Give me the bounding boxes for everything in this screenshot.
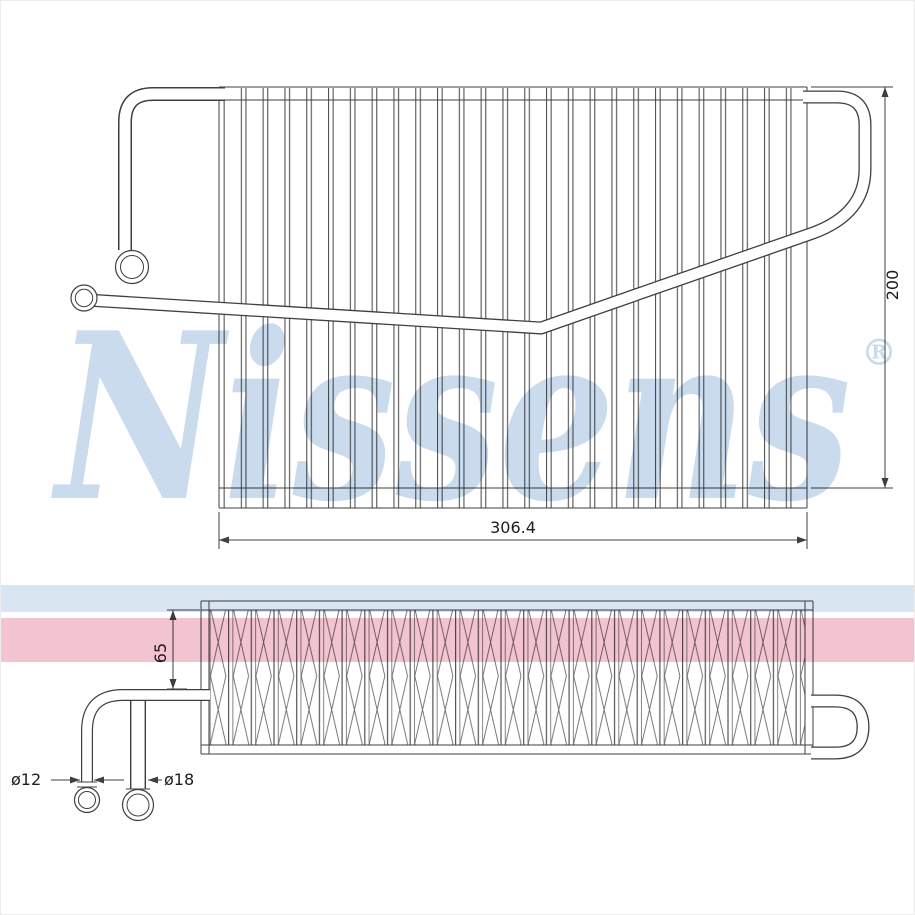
- height-dimension-label: 200: [883, 270, 902, 301]
- small-pipe-flange: [73, 781, 101, 814]
- nissens-watermark: Nissens: [50, 283, 851, 553]
- registered-trademark-icon: ®: [861, 332, 897, 374]
- stripe-blue: [1, 585, 914, 612]
- small-pipe-diameter-label: ø12: [11, 770, 41, 789]
- front-view: 306.4 200: [70, 86, 902, 549]
- inlet-pipe: [118, 87, 225, 250]
- width-dimension: 306.4: [218, 512, 808, 549]
- small-pipe-diameter-callout: ø12: [11, 770, 124, 789]
- stripe-pink: [1, 618, 914, 662]
- front-core-fins: [223, 88, 803, 508]
- large-pipe-flange: [121, 788, 155, 822]
- u-bend-pipe: [811, 694, 870, 760]
- small-connection-pipe: [81, 689, 210, 782]
- front-core: [218, 86, 808, 509]
- fitting-port-large: [114, 249, 150, 285]
- fitting-port-small: [70, 284, 98, 312]
- large-pipe-diameter-callout: ø18: [148, 770, 194, 789]
- height-dimension: 200: [811, 86, 902, 489]
- brand-overlays: Nissens ®: [1, 283, 914, 662]
- suction-pipe: [86, 90, 872, 335]
- large-pipe-diameter-label: ø18: [164, 770, 194, 789]
- width-dimension-label: 306.4: [490, 518, 536, 537]
